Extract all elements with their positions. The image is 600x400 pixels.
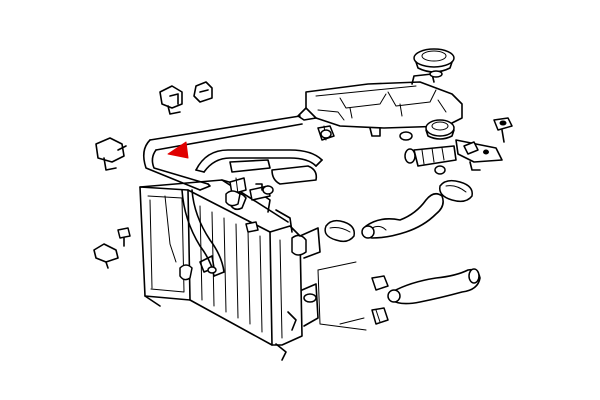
cap-seal	[425, 119, 455, 140]
mounting-brackets	[93, 81, 259, 269]
red-pointer	[167, 141, 189, 159]
lower-radiator-hose	[361, 192, 481, 305]
radiator	[139, 179, 321, 361]
o-ring	[399, 131, 446, 175]
bolts	[207, 129, 332, 274]
tank-cap	[413, 48, 455, 78]
middle-hoses	[195, 149, 323, 207]
leader-lines	[317, 261, 367, 331]
thermostat-housing	[404, 139, 503, 171]
bolt	[493, 117, 513, 143]
expansion-tank	[297, 73, 463, 137]
upper-bypass-hose	[142, 115, 303, 277]
